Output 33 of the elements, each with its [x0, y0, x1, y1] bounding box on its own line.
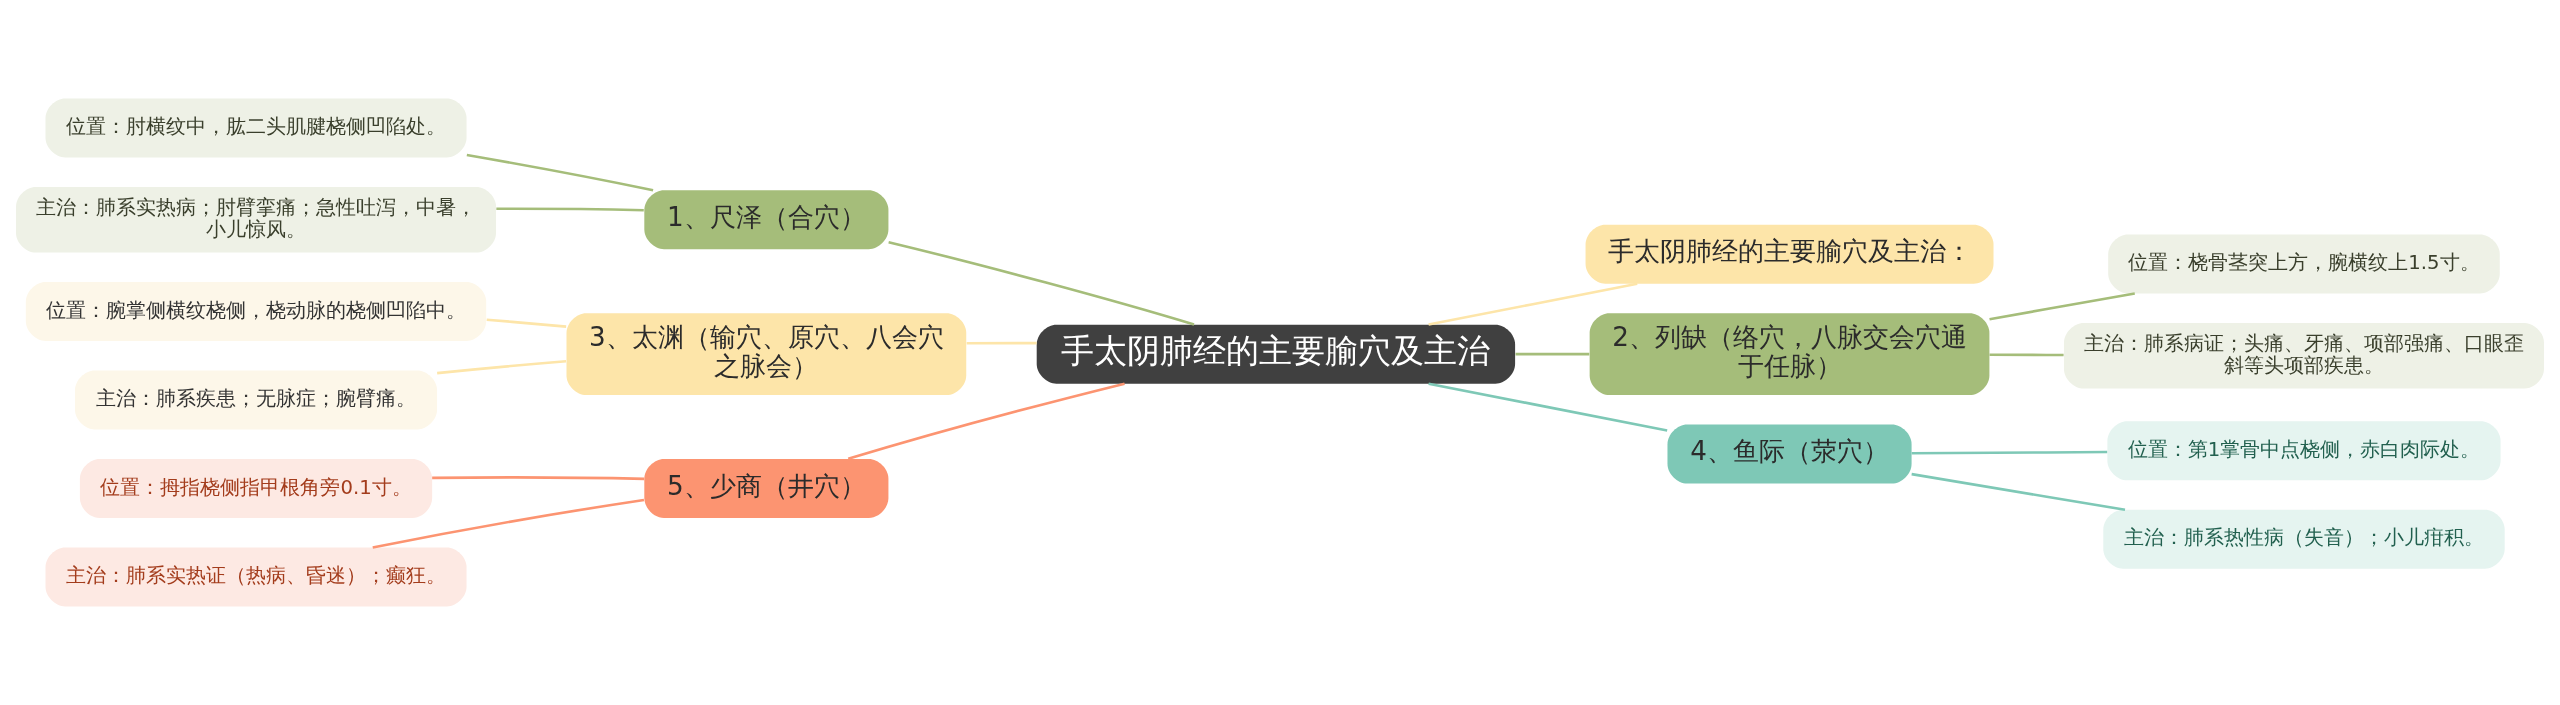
connector: [1428, 382, 1668, 432]
connector: [1989, 292, 2135, 321]
node-box: 主治：肺系热性病（失音）；小儿疳积。: [2103, 509, 2505, 569]
node-box: 主治：肺系病证；头痛、牙痛、项部强痛、口眼歪斜等头项部疾患。: [2063, 323, 2544, 389]
connector: [1911, 472, 2126, 511]
node-box: 手太阴肺经的主要腧穴及主治: [1036, 324, 1516, 384]
node-box: 位置：拇指桡侧指甲根角旁0.1寸。: [79, 459, 433, 518]
node-box: 3、太渊（输穴、原穴、八会穴之脉会）: [566, 313, 967, 396]
connector: [888, 240, 1195, 326]
connector: [486, 318, 567, 328]
node-box: 位置：肘横纹中，肱二头肌腱桡侧凹陷处。: [45, 98, 467, 158]
node-box: 主治：肺系实热证（热病、昏迷）；癫狂。: [45, 547, 467, 607]
connector: [1989, 353, 2064, 357]
connector: [372, 498, 645, 549]
node-box: 1、尺泽（合穴）: [644, 190, 889, 250]
node-box: 5、少商（井穴）: [644, 459, 889, 518]
node-box: 主治：肺系实热病；肘臂挛痛；急性吐泻，中暑，小儿惊风。: [16, 187, 497, 253]
connector: [437, 359, 567, 375]
connector: [847, 382, 1125, 461]
node-box: 位置：腕掌侧横纹桡侧，桡动脉的桡侧凹陷中。: [25, 282, 487, 342]
connector: [496, 207, 644, 212]
node-box: 4、鱼际（荥穴）: [1667, 424, 1912, 484]
connector: [1515, 352, 1590, 356]
connector: [432, 476, 645, 481]
node-box: 主治：肺系疾患；无脉症；腕臂痛。: [75, 370, 438, 430]
connector: [466, 153, 654, 192]
connector: [1428, 282, 1638, 326]
node-box: 位置：第1掌骨中点桡侧，赤白肉际处。: [2107, 421, 2501, 481]
connector: [1911, 450, 2108, 455]
node-box: 2、列缺（络穴，八脉交会穴通于任脉）: [1589, 313, 1990, 396]
node-box: 位置：桡骨茎突上方，腕横纹上1.5寸。: [2108, 234, 2500, 294]
node-box: 手太阴肺经的主要腧穴及主治：: [1585, 224, 1994, 284]
connector: [966, 341, 1037, 345]
